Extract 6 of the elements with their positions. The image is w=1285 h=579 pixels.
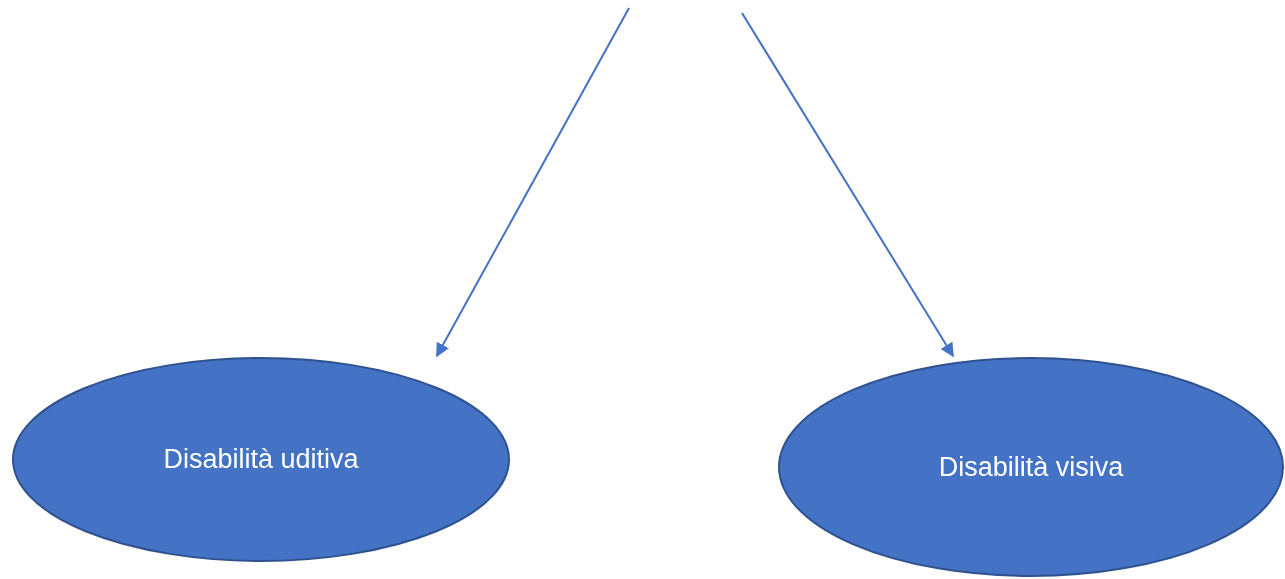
ellipse-node <box>12 357 510 562</box>
arrow <box>741 12 955 358</box>
ellipse-node <box>778 357 1284 577</box>
arrow <box>435 7 630 358</box>
node-label: Disabilità visiva <box>938 451 1124 483</box>
node-label: Disabilità uditiva <box>163 444 359 475</box>
